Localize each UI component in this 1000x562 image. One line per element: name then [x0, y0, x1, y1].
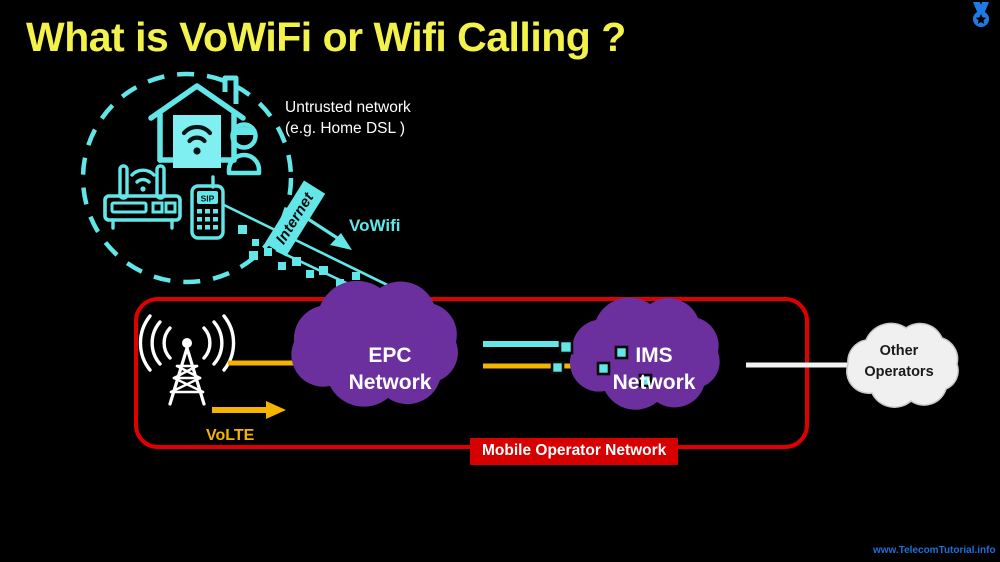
house-wifi-icon: [148, 75, 246, 168]
ims-packets: [550, 339, 653, 388]
untrusted-network-caption-line2: (e.g. Home DSL ): [285, 120, 406, 137]
other-operators-cloud: [846, 322, 959, 408]
person-icon: [226, 122, 262, 176]
svg-text:SIP: SIP: [201, 194, 215, 204]
vowifi-arrow-icon: [304, 215, 352, 250]
untrusted-network-caption: Untrusted network (e.g. Home DSL ): [285, 97, 411, 139]
ims-network-cloud: [550, 297, 720, 410]
sip-phone-icon: SIP: [190, 175, 225, 240]
other-operators-label-line2: Operators: [864, 364, 934, 380]
mobile-operator-network-badge: Mobile Operator Network: [470, 438, 679, 465]
medal-award-icon: [973, 2, 989, 27]
page-title: What is VoWiFi or Wifi Calling ?: [26, 14, 626, 60]
other-operators-label-line1: Other: [879, 343, 919, 359]
site-watermark: www.TelecomTutorial.info: [873, 545, 996, 556]
vowifi-link-label: VoWifi: [349, 216, 401, 235]
untrusted-network-caption-line1: Untrusted network: [285, 99, 411, 116]
volte-arrow-icon: [212, 401, 286, 419]
epc-network-cloud: [291, 280, 458, 407]
cell-tower-icon: [138, 314, 236, 406]
dashed-circle-boundary: [80, 71, 294, 285]
volte-link-label: VoLTE: [206, 427, 255, 444]
wifi-router-icon: [103, 164, 182, 230]
other-operators-label: Other Operators: [840, 341, 958, 383]
